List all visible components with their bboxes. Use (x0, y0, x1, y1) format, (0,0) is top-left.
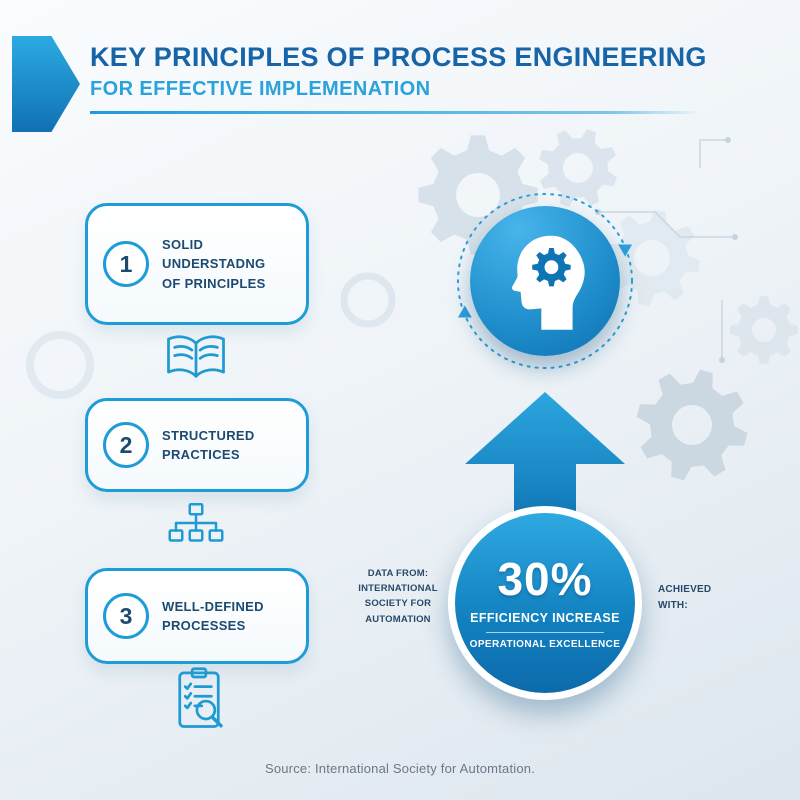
head-gear-icon (512, 235, 585, 330)
principle-box-1: 1 SOLID UNDERSTADNG OF PRINCIPLES (85, 203, 309, 325)
principle-number: 2 (103, 422, 149, 468)
principle-box-3: 3 WELL-DEFINED PROCESSES (85, 568, 309, 664)
gear-icon (636, 369, 748, 481)
page-title: KEY PRINCIPLES OF PROCESS ENGINEERING (90, 42, 707, 72)
stat-value: 30% (497, 553, 593, 605)
principle-box-2: 2 STRUCTURED PRACTICES (85, 398, 309, 492)
gear-icon (730, 296, 798, 364)
circle-decoration (26, 331, 94, 399)
stat-label: EFFICIENCY INCREASE (470, 611, 620, 625)
achieved-with-note: ACHIEVED WITH: (658, 584, 712, 611)
mind-gear-badge (450, 186, 640, 376)
badge-circle (470, 206, 620, 356)
data-source-note: DATA FROM: INTERNATIONAL SOCIETY FOR AUT… (358, 568, 438, 625)
stat-sublabel: OPERATIONAL EXCELLENCE (469, 639, 621, 650)
circle-decoration (340, 272, 396, 328)
open-book-icon (163, 328, 229, 391)
principle-number: 1 (103, 241, 149, 287)
header: KEY PRINCIPLES OF PROCESS ENGINEERING FO… (90, 42, 730, 115)
page-subtitle: FOR EFFECTIVE IMPLEMENATION (90, 78, 431, 101)
stat-circle: 30% EFFICIENCY INCREASE OPERATIONAL EXCE… (448, 506, 642, 700)
up-arrow-icon (465, 392, 625, 522)
title-underline (90, 111, 702, 115)
clipboard-search-icon (170, 666, 228, 737)
sitemap-icon (166, 500, 226, 561)
header-arrow-icon (12, 36, 80, 132)
principle-label: STRUCTURED PRACTICES (162, 427, 255, 463)
principle-number: 3 (103, 593, 149, 639)
principle-label: WELL-DEFINED PROCESSES (162, 598, 264, 634)
principle-label: SOLID UNDERSTADNG OF PRINCIPLES (162, 236, 266, 291)
stat-divider (486, 632, 604, 633)
source-footer: Source: International Society for Automt… (264, 761, 536, 776)
